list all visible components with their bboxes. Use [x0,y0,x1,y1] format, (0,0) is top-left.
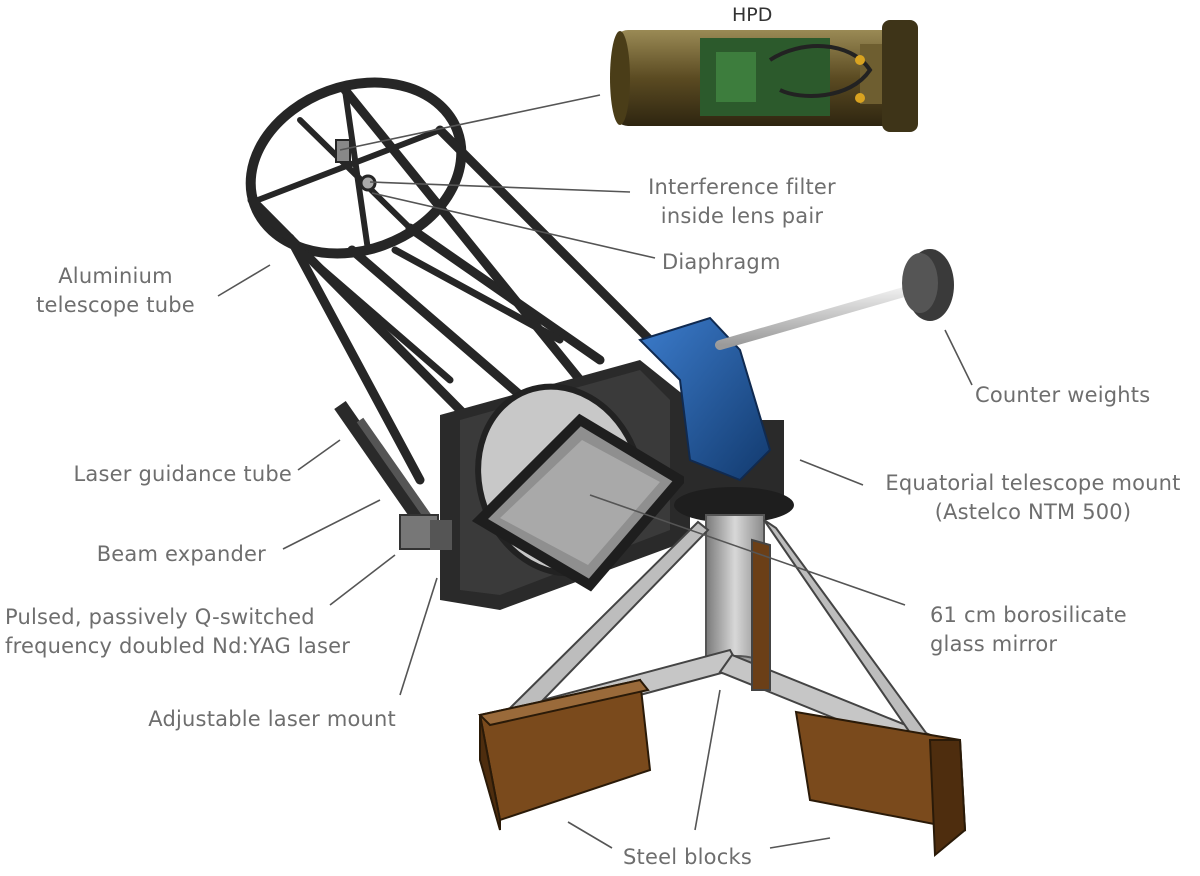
label-line: frequency doubled Nd:YAG laser [5,634,351,658]
laser-module [334,401,452,550]
leader-laser-guidance [297,439,341,471]
leader-beam-expander [282,499,381,550]
label-line: Diaphragm [662,250,781,274]
leader-adjustable-mount [399,577,438,696]
label-line: (Astelco NTM 500) [934,500,1132,524]
steel-blocks [477,678,967,858]
label-mirror: 61 cm borosilicate glass mirror [930,601,1127,659]
label-line: glass mirror [930,632,1058,656]
hpd-title: HPD [732,4,773,26]
label-line: inside lens pair [660,204,824,228]
label-steel-blocks: Steel blocks [600,843,775,872]
leader-aluminium-tube [217,264,271,297]
label-line: Interference filter [648,175,836,199]
label-laser-guidance-tube: Laser guidance tube [40,460,292,489]
equatorial-mount [638,249,954,523]
label-aluminium-tube: Aluminium telescope tube [28,262,203,320]
label-pulsed-laser: Pulsed, passively Q-switched frequency d… [5,603,350,661]
leader-hpd [339,94,601,151]
hpd-detector-photo [610,20,918,132]
leader-counter-weights [944,329,973,386]
leader-steel-blocks-center [694,689,721,831]
leader-steel-blocks-right [769,837,831,849]
leader-diaphragm [371,192,656,259]
label-line: Beam expander [96,542,266,566]
leader-equatorial-mount [799,459,864,486]
label-line: Aluminium [58,264,173,288]
label-diaphragm: Diaphragm [662,248,781,277]
label-equatorial-mount: Equatorial telescope mount (Astelco NTM … [868,469,1198,527]
label-line: Equatorial telescope mount [885,471,1181,495]
leader-interference-filter [369,181,631,193]
leader-lines [217,94,973,849]
label-counter-weights: Counter weights [975,381,1150,410]
label-line: Counter weights [975,383,1151,407]
label-line: Adjustable laser mount [148,707,396,731]
leader-mirror [589,494,906,606]
label-line: Laser guidance tube [73,462,292,486]
mirror-cell [440,360,690,610]
label-line: telescope tube [36,293,195,317]
label-interference-filter: Interference filter inside lens pair [632,173,852,231]
leader-steel-blocks-left [567,821,613,849]
label-line: Pulsed, passively Q-switched [5,605,315,629]
label-adjustable-laser-mount: Adjustable laser mount [100,705,396,734]
label-line: 61 cm borosilicate [930,603,1127,627]
telescope-tube [245,77,655,485]
leader-pulsed-laser [329,554,396,606]
label-line: Steel blocks [623,845,752,869]
label-beam-expander: Beam expander [60,540,266,569]
